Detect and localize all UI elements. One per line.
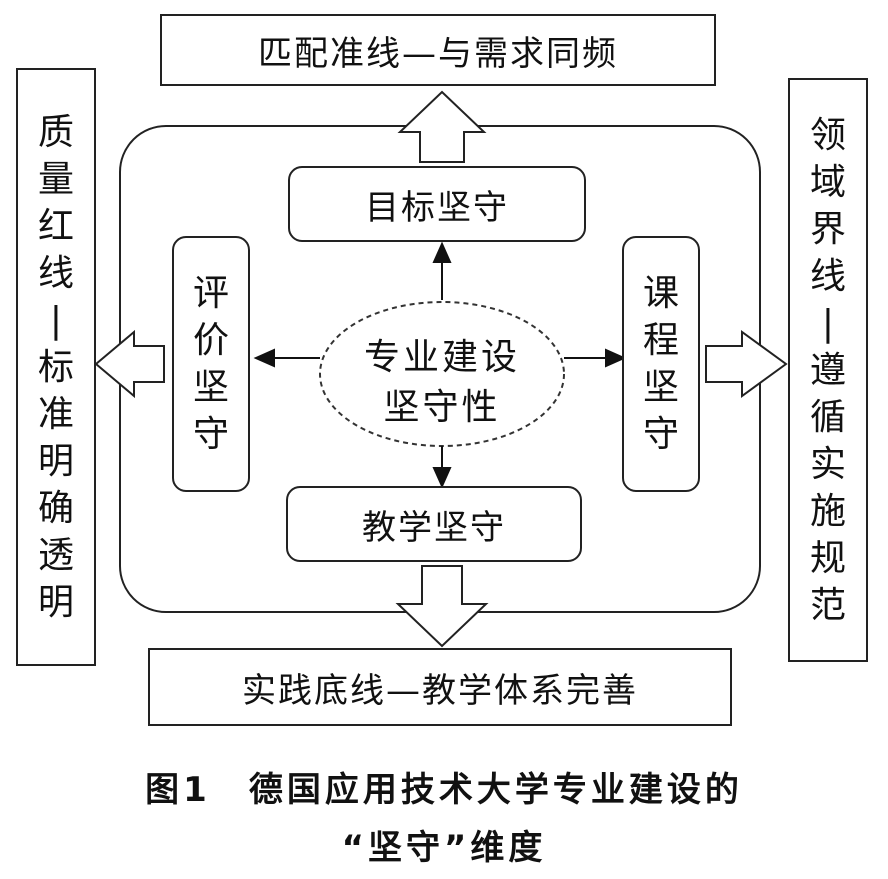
arrow-head-left xyxy=(253,348,275,368)
left-outer-char: 质 xyxy=(37,111,74,153)
right-outer-char: 实 xyxy=(809,443,846,485)
arrow-left-to-left-box xyxy=(94,329,165,399)
center-line-2: 坚守性 xyxy=(383,387,501,428)
inner-bottom-box: 教学坚守 xyxy=(286,486,582,562)
inner-right-char: 程 xyxy=(642,320,679,361)
top-outer-label: 匹配准线—与需求同频 xyxy=(258,33,618,74)
bottom-outer-box: 实践底线—教学体系完善 xyxy=(148,648,732,726)
right-outer-char: 规 xyxy=(809,537,846,579)
left-outer-char: 线 xyxy=(37,252,74,294)
left-outer-char: 确 xyxy=(37,487,74,529)
right-outer-char: 域 xyxy=(809,161,846,203)
right-outer-char: 施 xyxy=(809,490,846,532)
center-line-1: 专业建设 xyxy=(363,337,520,378)
left-outer-char: 明 xyxy=(37,581,74,623)
arrow-head-up xyxy=(432,241,452,263)
left-outer-char: 准 xyxy=(37,393,74,435)
left-outer-char: 标 xyxy=(37,346,74,388)
inner-top-label: 目标坚守 xyxy=(365,187,509,228)
figure-caption-line1: 图1 德国应用技术大学专业建设的 xyxy=(145,770,743,810)
left-outer-char: 红 xyxy=(37,205,74,247)
inner-right-box: 课 程 坚 守 xyxy=(622,236,700,492)
right-outer-char: 界 xyxy=(809,208,846,250)
left-outer-char: 明 xyxy=(37,440,74,482)
right-outer-char: 循 xyxy=(809,396,846,438)
right-outer-char: 遵 xyxy=(809,349,846,391)
center-text: 专业建设 坚守性 xyxy=(320,318,564,448)
right-outer-char: 范 xyxy=(809,584,846,626)
inner-left-char: 守 xyxy=(192,414,229,455)
right-outer-char: 线 xyxy=(809,255,846,297)
inner-arrows xyxy=(253,241,627,489)
right-outer-char: 领 xyxy=(809,114,846,156)
inner-right-char: 坚 xyxy=(642,367,679,408)
top-outer-box: 匹配准线—与需求同频 xyxy=(160,14,716,86)
left-outer-char: | xyxy=(49,299,63,341)
bottom-outer-label: 实践底线—教学体系完善 xyxy=(242,670,638,711)
arrow-down-to-bottom-box xyxy=(395,565,489,648)
inner-bottom-label: 教学坚守 xyxy=(362,507,506,548)
right-outer-char: | xyxy=(821,302,835,344)
inner-left-char: 价 xyxy=(192,320,229,361)
arrow-head-right xyxy=(605,348,627,368)
inner-right-char: 课 xyxy=(642,273,679,314)
left-outer-char: 透 xyxy=(37,534,74,576)
right-outer-box: 领 域 界 线 | 遵 循 实 施 规 范 xyxy=(788,78,868,662)
inner-right-char: 守 xyxy=(642,414,679,455)
inner-top-box: 目标坚守 xyxy=(288,166,586,242)
arrow-right-to-right-box xyxy=(705,330,788,398)
inner-left-char: 坚 xyxy=(192,367,229,408)
arrow-head-down xyxy=(432,467,452,489)
arrow-up-to-top-box xyxy=(397,90,487,163)
left-outer-box: 质 量 红 线 | 标 准 明 确 透 明 xyxy=(16,68,96,666)
inner-left-char: 评 xyxy=(192,273,229,314)
left-outer-char: 量 xyxy=(37,158,74,200)
figure-caption-line2: “坚守”维度 xyxy=(341,828,547,868)
inner-left-box: 评 价 坚 守 xyxy=(172,236,250,492)
